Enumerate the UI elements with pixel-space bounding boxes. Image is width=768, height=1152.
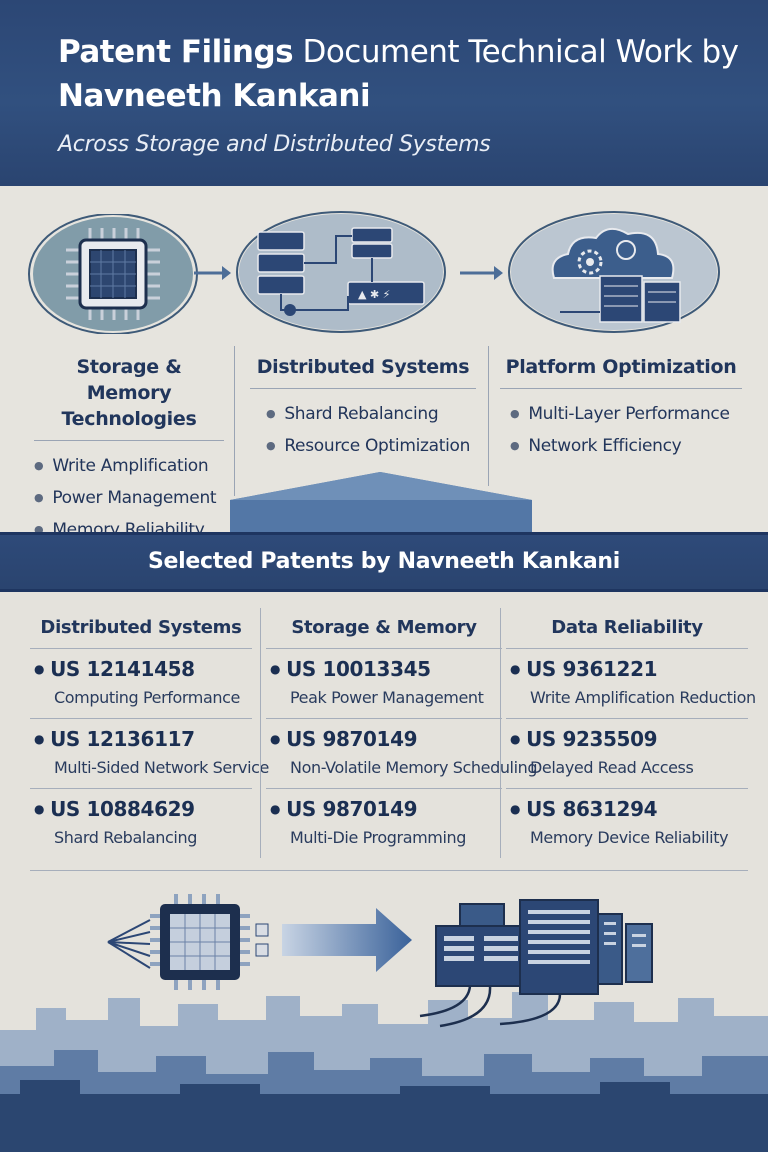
- patent-column-storage: Storage & Memory US 10013345 Peak Power …: [266, 608, 538, 859]
- patent-number: US 9870149: [270, 725, 502, 756]
- column-heading: Storage & Memory: [266, 608, 502, 649]
- processor-chip-graphic: [107, 894, 269, 990]
- patent-description: Memory Device Reliability: [530, 828, 729, 847]
- patents-heading-band: Selected Patents by Navneeth Kankani: [0, 532, 768, 592]
- patent-description: Multi-Sided Network Service: [54, 758, 269, 777]
- category-items: Shard Rebalancing Resource Optimization: [250, 399, 476, 463]
- category-title: Distributed Systems: [256, 356, 470, 378]
- divider: [488, 346, 489, 486]
- patent-entry: US 8631294 Memory Device Reliability: [506, 789, 748, 859]
- category-distributed-systems: Distributed Systems Shard Rebalancing Re…: [250, 354, 476, 463]
- category-platform-optimization: Platform Optimization Multi-Layer Perfor…: [500, 354, 742, 463]
- list-item: Network Efficiency: [510, 431, 742, 463]
- column-heading: Data Reliability: [506, 608, 748, 649]
- patent-description: Write Amplification Reduction: [530, 688, 756, 707]
- patent-description: Delayed Read Access: [530, 758, 694, 777]
- patent-number: US 9361221: [510, 655, 748, 686]
- patent-entry: US 9361221 Write Amplification Reduction: [506, 649, 756, 719]
- patent-description: Peak Power Management: [290, 688, 484, 707]
- patent-entry: US 12136117 Multi-Sided Network Service: [30, 719, 269, 789]
- title-name: Navneeth Kankani: [58, 78, 371, 114]
- patent-number: US 12141458: [34, 655, 252, 686]
- patent-entry: US 9870149 Multi-Die Programming: [266, 789, 502, 859]
- divider: [500, 388, 742, 389]
- categories-section: ▲ ✱ ⚡ Storage & Memory Technologies Writ…: [0, 186, 768, 540]
- arrow-right-icon: [282, 908, 412, 972]
- patent-entry: US 10013345 Peak Power Management: [266, 649, 502, 719]
- patent-entry: US 10884629 Shard Rebalancing: [30, 789, 252, 859]
- list-item: Power Management: [34, 483, 224, 515]
- list-item: Multi-Layer Performance: [510, 399, 742, 431]
- title-bold: Patent Filings: [58, 34, 294, 70]
- patent-description: Non-Volatile Memory Scheduling: [290, 758, 538, 777]
- divider: [250, 388, 476, 389]
- category-title-line2: Technologies: [61, 408, 197, 430]
- patent-number: US 9870149: [270, 795, 502, 826]
- header-banner: Patent Filings Document Technical Work b…: [0, 0, 768, 186]
- patent-description: Computing Performance: [54, 688, 240, 707]
- svg-text:▲ ✱ ⚡: ▲ ✱ ⚡: [358, 288, 390, 301]
- arrow-right-icon: [460, 266, 503, 280]
- patent-number: US 12136117: [34, 725, 252, 756]
- divider: [234, 346, 235, 496]
- page-title: Patent Filings Document Technical Work b…: [58, 30, 768, 74]
- list-item: Write Amplification: [34, 451, 224, 483]
- cloud-gear-icon: [508, 211, 720, 333]
- patent-number: US 8631294: [510, 795, 748, 826]
- platform-base-graphic: [230, 472, 532, 532]
- patent-number: US 9235509: [510, 725, 748, 756]
- server-network-icon: ▲ ✱ ⚡: [236, 211, 446, 333]
- patent-number: US 10013345: [270, 655, 502, 686]
- patent-column-distributed: Distributed Systems US 12141458 Computin…: [30, 608, 269, 859]
- divider: [30, 870, 748, 871]
- divider: [500, 608, 501, 858]
- page-subtitle: Across Storage and Distributed Systems: [58, 132, 491, 157]
- city-skyline-graphic: [0, 992, 768, 1152]
- patent-description: Shard Rebalancing: [54, 828, 197, 847]
- arrow-right-icon: [194, 266, 231, 280]
- patent-entry: US 12141458 Computing Performance: [30, 649, 252, 719]
- chip-to-datacenter-illustration: [0, 894, 768, 1152]
- divider: [34, 440, 224, 441]
- patent-column-reliability: Data Reliability US 9361221 Write Amplif…: [506, 608, 756, 859]
- category-title: Platform Optimization: [505, 356, 737, 378]
- category-items: Multi-Layer Performance Network Efficien…: [500, 399, 742, 463]
- chip-icon: [28, 214, 198, 334]
- patent-entry: US 9870149 Non-Volatile Memory Schedulin…: [266, 719, 538, 789]
- patent-description: Multi-Die Programming: [290, 828, 467, 847]
- title-rest: Document Technical Work by: [293, 34, 739, 70]
- divider: [260, 608, 261, 858]
- data-center-graphic: [419, 899, 653, 1028]
- column-heading: Distributed Systems: [30, 608, 252, 649]
- list-item: Shard Rebalancing: [266, 399, 476, 431]
- category-storage-memory: Storage & Memory Technologies Write Ampl…: [34, 354, 224, 547]
- patents-grid: Distributed Systems US 12141458 Computin…: [30, 608, 756, 870]
- list-item: Resource Optimization: [266, 431, 476, 463]
- patent-entry: US 9235509 Delayed Read Access: [506, 719, 748, 789]
- category-title: Storage & Memory: [76, 356, 182, 404]
- patent-number: US 10884629: [34, 795, 252, 826]
